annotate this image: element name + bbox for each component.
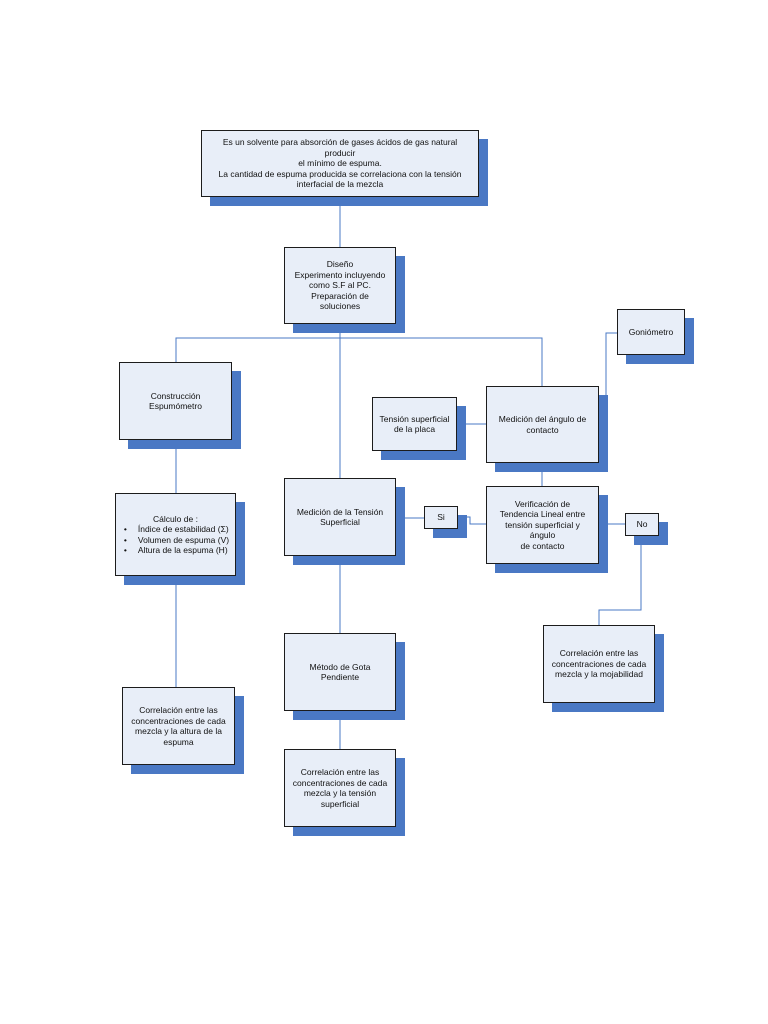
foam-height-correlation-box: Correlación entre las concentraciones de… [122,687,235,765]
wettability-correlation-box: Correlación entre las concentraciones de… [543,625,655,703]
yes-box: Si [424,506,458,529]
calculation-box: Cálculo de : • Índice de estabilidad (Σ) … [115,493,236,576]
calculation-item: • Altura de la espuma (H) [124,545,229,556]
calculation-title: Cálculo de : [153,513,198,524]
bullet-icon: • [123,534,127,545]
no-text: No [636,519,648,530]
plate-surface-tension-box: Tensión superficial de la placa [372,397,457,451]
design-text: Diseño Experimento incluyendo como S.F a… [294,259,386,312]
connector-diseno-branches [175,337,543,386]
foam-meter-construction-text: Construcción Espumómetro [149,390,202,412]
no-box: No [625,513,659,536]
yes-text: Si [437,512,445,523]
contact-angle-box: Medición del ángulo de contacto [486,386,599,463]
pendant-drop-method-text: Método de Gota Pendiente [309,661,371,683]
connector-no-mojabilidad [598,536,642,625]
goniometer-box: Goniómetro [617,309,685,355]
surface-tension-correlation-box: Correlación entre las concentraciones de… [284,749,396,827]
goniometer-text: Goniómetro [628,326,674,337]
foam-meter-construction-box: Construcción Espumómetro [119,362,232,440]
foam-height-correlation-text: Correlación entre las concentraciones de… [131,705,226,747]
connector-si-verificacion [458,516,486,525]
calculation-item: • Volumen de espuma (V) [124,534,230,546]
wettability-correlation-text: Correlación entre las concentraciones de… [551,648,647,680]
linear-trend-verification-text: Verificación de Tendencia Lineal entre t… [499,498,586,551]
calculation-content: Cálculo de : • Índice de estabilidad (Σ) … [122,514,229,556]
calculation-item: • Índice de estabilidad (Σ) [124,524,229,535]
bullet-icon: • [123,545,127,555]
plate-surface-tension-text: Tensión superficial de la placa [379,413,450,435]
surface-tension-correlation-text: Correlación entre las concentraciones de… [292,767,388,809]
design-box: Diseño Experimento incluyendo como S.F a… [284,247,396,324]
connector-angulo-goniometro [599,332,617,411]
calculation-list: • Índice de estabilidad (Σ) • Volumen de e… [122,524,229,556]
pendant-drop-method-box: Método de Gota Pendiente [284,633,396,711]
goal-text: Es un solvente para absorción de gases á… [218,137,462,190]
contact-angle-text: Medición del ángulo de contacto [498,414,587,435]
surface-tension-measurement-text: Medición de la Tensión Superficial [296,506,384,528]
calculation-item-text: Índice de estabilidad (Σ) [137,524,229,534]
calculation-item-text: Volumen de espuma (V) [137,534,230,545]
linear-trend-verification-box: Verificación de Tendencia Lineal entre t… [486,486,599,564]
calculation-item-text: Altura de la espuma (H) [137,545,228,555]
surface-tension-measurement-box: Medición de la Tensión Superficial [284,478,396,556]
goal-box: Es un solvente para absorción de gases á… [201,130,479,197]
bullet-icon: • [123,524,127,534]
